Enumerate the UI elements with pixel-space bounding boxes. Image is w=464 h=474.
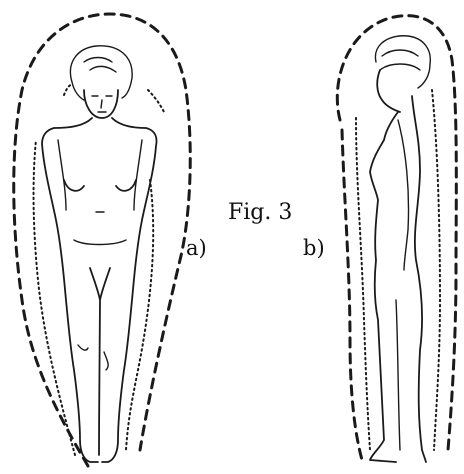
profile-view-figure xyxy=(337,16,456,462)
front-face-details xyxy=(92,96,112,112)
profile-arm xyxy=(398,120,409,270)
front-body-left xyxy=(42,118,98,462)
figure-caption: Fig. 3 xyxy=(228,200,292,225)
front-view-figure xyxy=(14,14,191,466)
profile-outer-aura xyxy=(337,16,456,460)
profile-legs xyxy=(396,300,400,450)
profile-body-front xyxy=(370,112,398,462)
front-arm-lines xyxy=(58,140,142,210)
front-hair xyxy=(70,46,132,100)
profile-face xyxy=(377,70,400,112)
profile-body-back xyxy=(412,96,426,462)
front-chest xyxy=(64,180,136,191)
figure-label-b: b) xyxy=(303,236,325,260)
profile-hair xyxy=(375,36,430,88)
front-knees xyxy=(78,345,108,370)
figure-label-a: a) xyxy=(186,236,207,260)
front-waist xyxy=(74,212,126,245)
front-outer-aura xyxy=(14,14,191,466)
